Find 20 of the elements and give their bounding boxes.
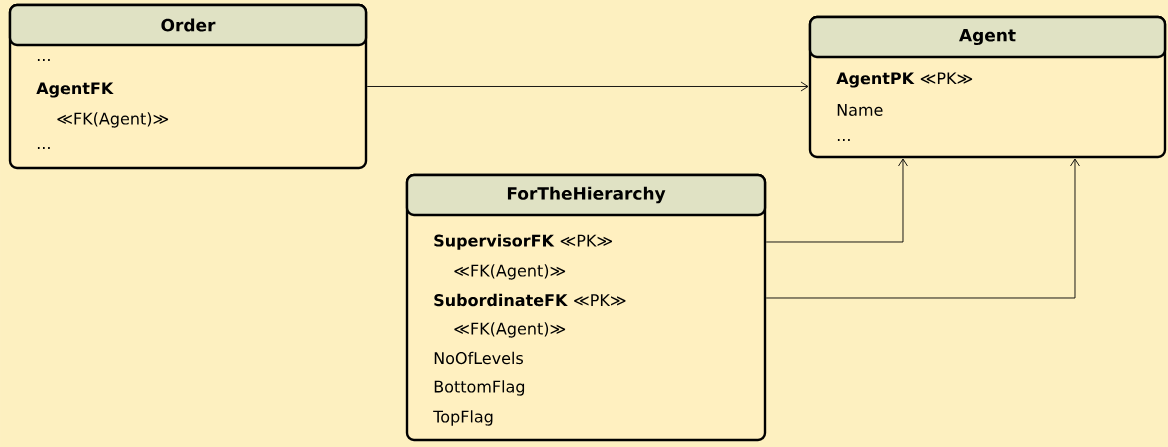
connector-arrow (366, 81, 809, 92)
connector-arrow (765, 158, 1080, 299)
entity-box: ForTheHierarchy SupervisorFK ≪PK≫ ≪FK(Agent)≫ SubordinateFK ≪PK≫ ≪FK(Agent)≫ NoOfLevels BottomFlag TopFlag (405, 173, 767, 442)
attribute-text: NoOfLevels (434, 351, 523, 365)
attribute-text: BottomFlag (434, 380, 525, 396)
attribute-text: TopFlag (433, 410, 493, 426)
connector-arrow (765, 158, 908, 243)
attribute-text: Name (837, 104, 883, 116)
attribute-text: SupervisorFK ≪PK≫ (434, 234, 612, 250)
attribute-text: ≪FK(Agent)≫ (454, 322, 566, 338)
attribute-text: ... (37, 59, 50, 61)
entity-box: Agent AgentPK ≪PK≫ Name ... (808, 15, 1167, 159)
attribute-text: ... (37, 147, 50, 149)
entity-box: Order ... AgentFK ≪FK(Agent)≫ ... (8, 3, 368, 170)
attribute-text: AgentFK (36, 82, 114, 98)
attribute-text: SubordinateFK ≪PK≫ (434, 293, 626, 307)
attribute-text: ≪FK(Agent)≫ (57, 112, 169, 128)
attribute-text: ... (837, 139, 850, 141)
attribute-text: AgentPK ≪PK≫ (836, 72, 973, 88)
attribute-text: ≪FK(Agent)≫ (454, 264, 566, 280)
